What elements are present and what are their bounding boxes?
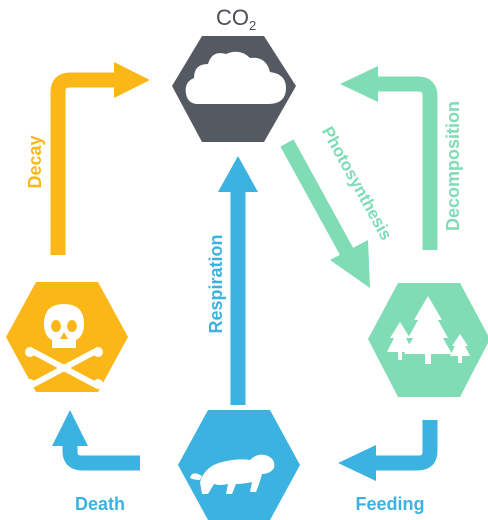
co2-node [172, 36, 296, 142]
cloud-icon [185, 51, 286, 104]
animal-icon [190, 454, 275, 494]
trees-node [368, 283, 488, 397]
decay-arrow [50, 62, 150, 255]
animal-node [178, 410, 300, 520]
trees-icon [387, 296, 470, 364]
death-node [6, 282, 128, 392]
co2-label: CO2 [216, 5, 256, 33]
decomposition-arrow [340, 66, 438, 250]
respiration-arrow [218, 156, 258, 405]
feeding-arrow [338, 420, 438, 481]
feeding-label: Feeding [355, 494, 424, 514]
decomposition-label: Decomposition [443, 101, 463, 231]
decay-label: Decay [25, 135, 45, 188]
photosynthesis-arrow [280, 139, 370, 288]
death-arrow [52, 410, 140, 471]
respiration-label: Respiration [206, 234, 226, 333]
death-label: Death [75, 494, 125, 514]
skull-crossbones-icon [25, 304, 103, 389]
